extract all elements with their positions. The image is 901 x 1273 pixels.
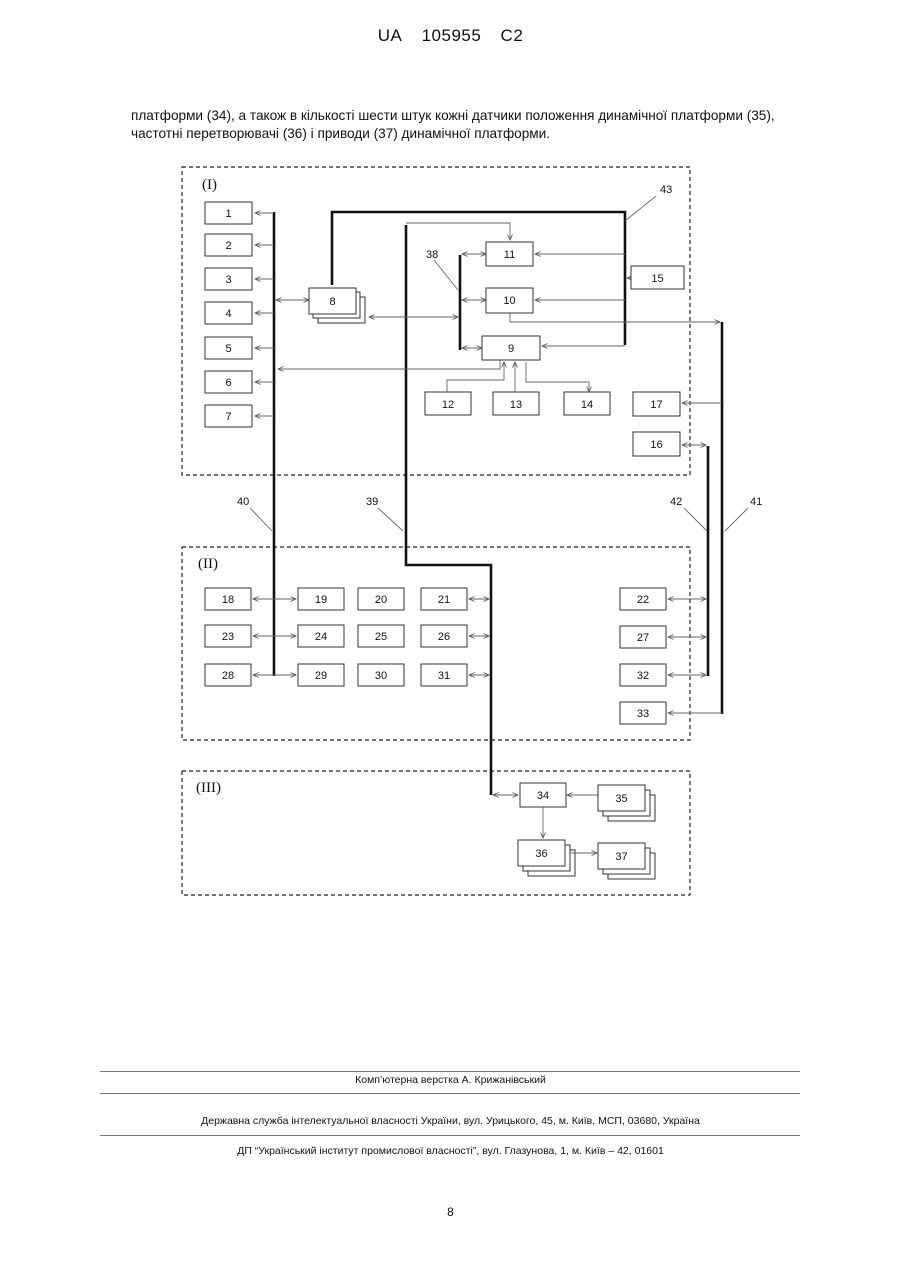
block-11: 11 <box>486 242 533 266</box>
block-33: 33 <box>620 702 666 724</box>
block-35: 35 <box>598 785 645 811</box>
svg-text:7: 7 <box>225 411 231 423</box>
svg-text:25: 25 <box>375 631 387 643</box>
footer-rule-1 <box>100 1071 800 1072</box>
block-21: 21 <box>421 588 467 610</box>
block-20: 20 <box>358 588 404 610</box>
block-34: 34 <box>520 783 566 807</box>
block-5: 5 <box>205 337 252 359</box>
block-16: 16 <box>633 432 680 456</box>
block-2: 2 <box>205 234 252 256</box>
svg-text:10: 10 <box>503 295 515 307</box>
svg-text:13: 13 <box>510 399 522 411</box>
block-37: 37 <box>598 843 645 869</box>
block-18: 18 <box>205 588 251 610</box>
block-36: 36 <box>518 840 565 866</box>
callout-41: 41 <box>750 496 762 508</box>
callout-39: 39 <box>366 496 378 508</box>
svg-text:36: 36 <box>535 848 547 860</box>
block-28: 28 <box>205 664 251 686</box>
block-15: 15 <box>631 266 684 289</box>
svg-text:14: 14 <box>581 399 593 411</box>
svg-text:28: 28 <box>222 670 234 682</box>
svg-text:1: 1 <box>225 208 231 220</box>
svg-text:35: 35 <box>615 793 627 805</box>
svg-text:20: 20 <box>375 594 387 606</box>
svg-text:17: 17 <box>650 399 662 411</box>
footer-rule-3 <box>100 1135 800 1136</box>
block-3: 3 <box>205 268 252 290</box>
group-label-1: (I) <box>202 177 217 193</box>
svg-text:12: 12 <box>442 399 454 411</box>
svg-text:33: 33 <box>637 708 649 720</box>
svg-text:21: 21 <box>438 594 450 606</box>
svg-text:31: 31 <box>438 670 450 682</box>
block-29: 29 <box>298 664 344 686</box>
footer-office: Державна служба інтелектуальної власност… <box>0 1115 901 1127</box>
svg-text:37: 37 <box>615 851 627 863</box>
block-25: 25 <box>358 625 404 647</box>
svg-text:6: 6 <box>225 377 231 389</box>
callout-38: 38 <box>426 249 438 261</box>
svg-text:34: 34 <box>537 790 549 802</box>
svg-text:27: 27 <box>637 632 649 644</box>
block-9: 9 <box>482 336 540 360</box>
block-27: 27 <box>620 626 666 648</box>
block-14: 14 <box>564 392 610 415</box>
block-4: 4 <box>205 302 252 324</box>
block-8: 8 <box>309 288 356 314</box>
footer-rule-2 <box>100 1093 800 1094</box>
block-30: 30 <box>358 664 404 686</box>
block-13: 13 <box>493 392 539 415</box>
svg-text:24: 24 <box>315 631 327 643</box>
group-label-3: (III) <box>196 780 221 796</box>
block-24: 24 <box>298 625 344 647</box>
block-32: 32 <box>620 664 666 686</box>
svg-text:15: 15 <box>651 273 663 285</box>
svg-text:26: 26 <box>438 631 450 643</box>
block-10: 10 <box>486 288 533 313</box>
svg-text:4: 4 <box>225 308 231 320</box>
block-6: 6 <box>205 371 252 393</box>
svg-text:16: 16 <box>650 439 662 451</box>
block-1: 1 <box>205 202 252 224</box>
block-26: 26 <box>421 625 467 647</box>
callout-40: 40 <box>237 496 249 508</box>
svg-text:19: 19 <box>315 594 327 606</box>
block-17: 17 <box>633 392 680 416</box>
svg-text:32: 32 <box>637 670 649 682</box>
footer-layout-credit: Комп’ютерна верстка А. Крижанівський <box>0 1074 901 1086</box>
svg-text:3: 3 <box>225 274 231 286</box>
block-7: 7 <box>205 405 252 427</box>
block-31: 31 <box>421 664 467 686</box>
svg-text:11: 11 <box>504 249 515 261</box>
block-23: 23 <box>205 625 251 647</box>
footer-institute: ДП “Український інститут промислової вла… <box>0 1145 901 1157</box>
svg-text:30: 30 <box>375 670 387 682</box>
group-label-2: (II) <box>198 556 218 572</box>
page-number: 8 <box>0 1205 901 1219</box>
svg-text:29: 29 <box>315 670 327 682</box>
svg-text:18: 18 <box>222 594 234 606</box>
svg-text:9: 9 <box>508 343 514 355</box>
svg-text:5: 5 <box>225 343 231 355</box>
block-19: 19 <box>298 588 344 610</box>
block-22: 22 <box>620 588 666 610</box>
callout-42: 42 <box>670 496 682 508</box>
svg-text:23: 23 <box>222 631 234 643</box>
svg-text:2: 2 <box>225 240 231 252</box>
svg-text:22: 22 <box>637 594 649 606</box>
svg-text:8: 8 <box>329 296 335 308</box>
block-12: 12 <box>425 392 471 415</box>
callout-43: 43 <box>660 184 672 196</box>
